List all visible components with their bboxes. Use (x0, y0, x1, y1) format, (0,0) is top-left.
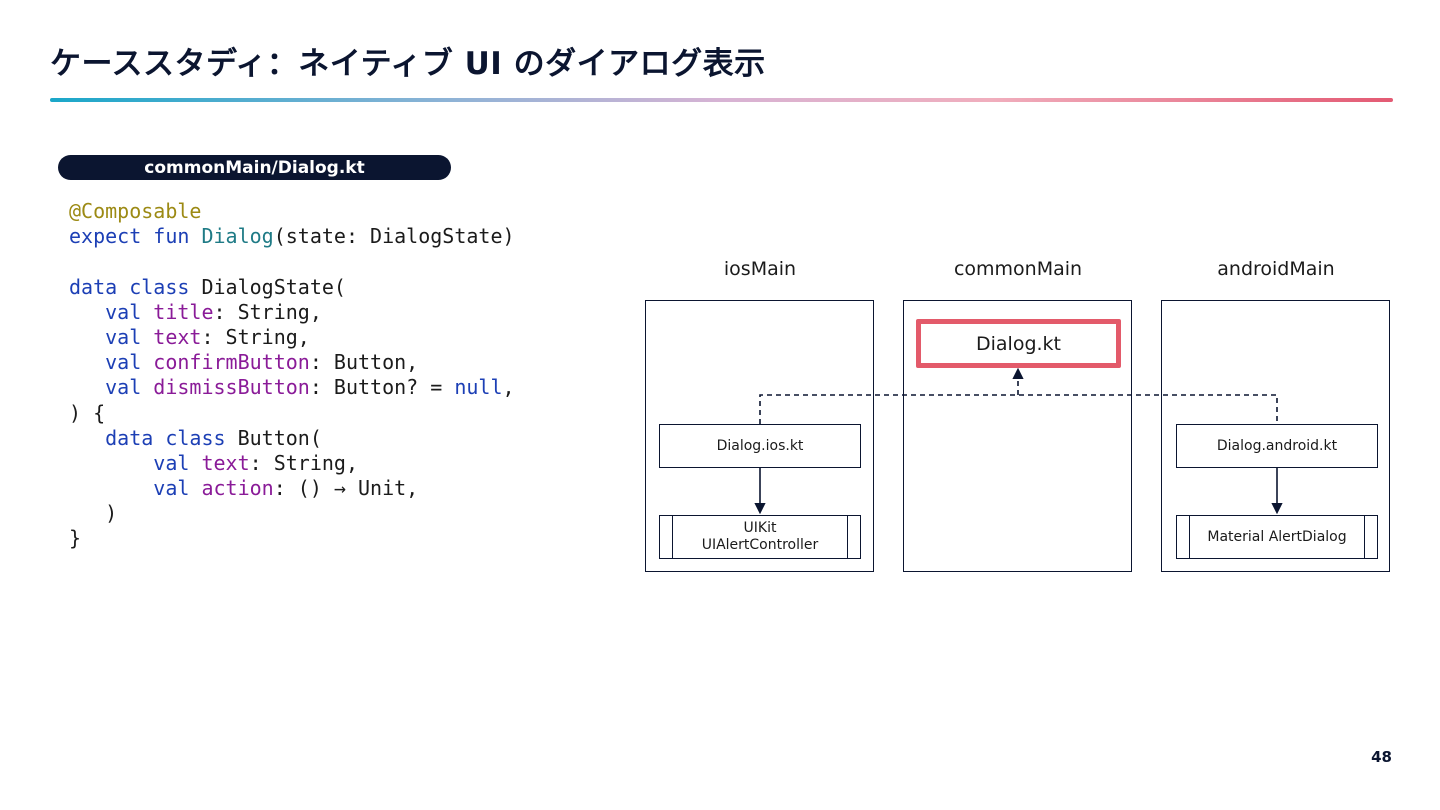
code-token: ) (69, 501, 118, 526)
code-token: DialogState( (189, 274, 346, 299)
code-token: val (105, 375, 142, 400)
code-line: val dismissButton: Button? = null, (69, 375, 515, 400)
module-label-common: commonMain (953, 258, 1083, 280)
code-token: expect (69, 224, 142, 249)
ios-dialog-label: Dialog.ios.kt (716, 438, 804, 454)
code-token: : Button, (309, 350, 419, 375)
page-number: 48 (1371, 748, 1392, 766)
code-line: val text: String, (69, 325, 515, 350)
android-dialog-label: Dialog.android.kt (1216, 438, 1338, 454)
android-lib-label: Material AlertDialog (1207, 528, 1347, 545)
code-token: class (165, 425, 226, 450)
code-token: : String, (249, 450, 359, 475)
code-token: ) { (69, 400, 106, 425)
slide-title: ケーススタディ：ネイティブ UI のダイアログ表示 (50, 46, 766, 82)
code-line: val action: () → Unit, (69, 476, 515, 501)
code-token: val (153, 476, 190, 501)
android-dialog-node: Dialog.android.kt (1176, 424, 1378, 468)
code-line: val confirmButton: Button, (69, 350, 515, 375)
ios-lib-line2: UIAlertController (701, 537, 819, 553)
code-token: dismissButton (153, 375, 310, 400)
android-material-node: Material AlertDialog (1176, 515, 1378, 559)
code-line: ) (69, 501, 515, 526)
code-token: @Composable (69, 199, 202, 223)
actual-to-expect-connector (759, 394, 1278, 424)
module-label-android: androidMain (1217, 258, 1335, 280)
code-token: val (153, 450, 190, 475)
code-token: val (105, 350, 142, 375)
code-token: null (454, 375, 503, 400)
code-token: (state: DialogState) (273, 224, 515, 249)
code-line: val title: String, (69, 300, 515, 325)
code-token: val (105, 324, 142, 349)
code-token: : String, (213, 299, 322, 324)
module-label-ios: iosMain (723, 258, 797, 280)
code-token: val (105, 299, 142, 324)
code-line: @Composable (69, 199, 515, 224)
code-token: action (201, 476, 274, 501)
code-line: ) { (69, 401, 515, 426)
code-token: data (69, 274, 118, 299)
code-token: text (201, 450, 250, 475)
common-dialog-node: Dialog.kt (916, 319, 1121, 368)
code-line: val text: String, (69, 451, 515, 476)
ios-uikit-node: UIKit UIAlertController (659, 515, 861, 559)
code-token: class (129, 274, 190, 299)
code-token: Dialog (201, 224, 274, 249)
code-token: text (153, 324, 202, 349)
code-line: expect fun Dialog(state: DialogState) (69, 224, 515, 249)
code-line: data class Button( (69, 426, 515, 451)
code-token: Button( (225, 425, 322, 450)
code-token: , (502, 375, 515, 400)
ios-lib-line1: UIKit (743, 520, 777, 536)
title-underline (50, 98, 1393, 102)
code-token: : Button? = (309, 375, 455, 400)
code-line: } (69, 526, 515, 551)
code-file-label: commonMain/Dialog.kt (58, 155, 451, 180)
code-token: : () → Unit, (273, 476, 419, 501)
code-token: confirmButton (153, 350, 310, 375)
ios-dialog-node: Dialog.ios.kt (659, 424, 861, 468)
code-token: title (153, 299, 214, 324)
code-token: : String, (201, 324, 310, 349)
code-token: } (69, 526, 82, 551)
code-token: data (105, 425, 154, 450)
common-dialog-label: Dialog.kt (975, 332, 1061, 355)
code-line: data class DialogState( (69, 275, 515, 300)
code-token: fun (153, 224, 190, 249)
